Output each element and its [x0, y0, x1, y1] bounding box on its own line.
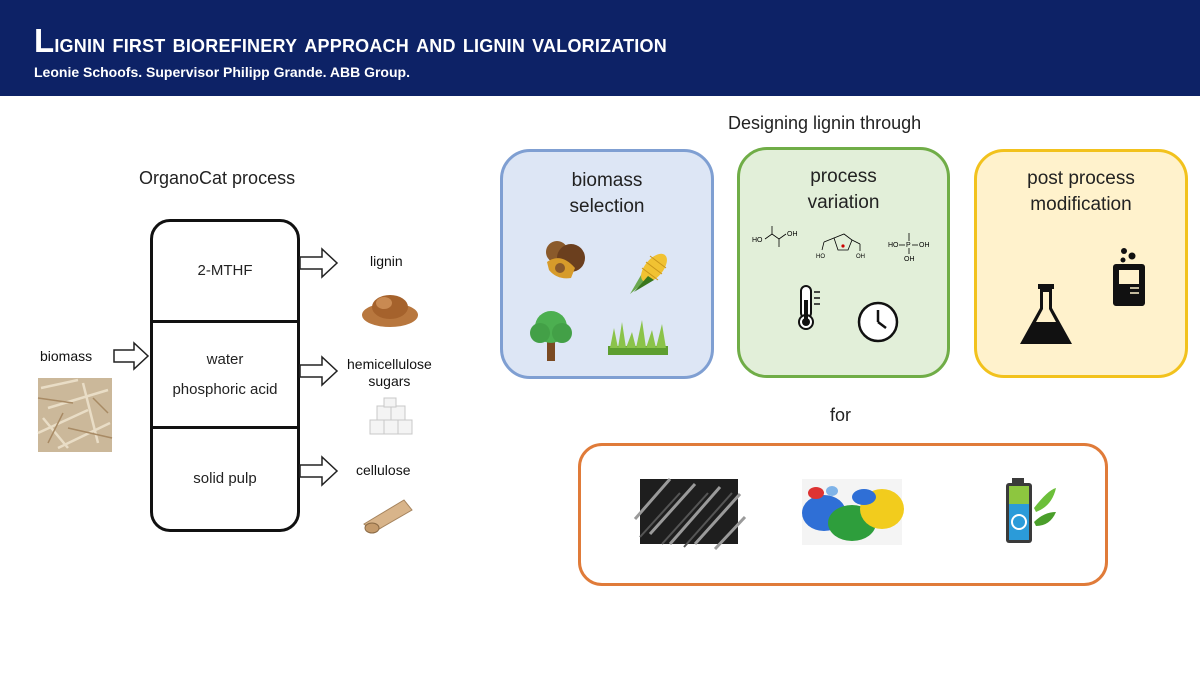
output-arrow-lignin [299, 247, 339, 279]
output-arrow-hemicellulose [299, 355, 339, 387]
beaker-icon [1113, 248, 1145, 306]
biomass-straw-image [37, 378, 113, 452]
biomass-input-label: biomass [40, 348, 93, 364]
plastic-granules-image [802, 479, 904, 545]
slide-title: Lignin first biorefinery approach and li… [34, 22, 667, 59]
phase-divider [153, 320, 297, 323]
lignin-output-label: lignin [370, 253, 403, 269]
svg-text:HO: HO [888, 242, 899, 249]
phase-aqueous: water phosphoric acid [153, 323, 297, 426]
input-arrow [113, 341, 150, 371]
svg-text:OH: OH [919, 242, 930, 249]
organocat-heading: OrganoCat process [139, 168, 296, 188]
battery-icon [1006, 478, 1056, 543]
hazelnut-icon [546, 241, 585, 279]
svg-text:OH: OH [787, 231, 798, 238]
organocat-process-box: 2-MTHF water phosphoric acid solid pulp [150, 219, 300, 532]
svg-text:HO: HO [752, 237, 763, 244]
phase-2mthf: 2-MTHF [197, 262, 253, 279]
process-variation-card: process variation [737, 147, 950, 378]
tree-icon [530, 311, 572, 361]
phase-divider [153, 426, 297, 429]
phase-acid-label: phosphoric acid [172, 380, 278, 398]
for-label: for [830, 405, 852, 425]
sugar-cubes-image [369, 397, 413, 435]
process-variation-title: process variation [807, 166, 880, 213]
title-banner: Lignin first biorefinery approach and li… [0, 0, 1200, 96]
svg-text:P: P [906, 242, 911, 249]
oxalic-acid-structure: HO OH [752, 226, 798, 247]
svg-text:OH: OH [856, 254, 865, 260]
carbon-fiber-image [633, 478, 747, 551]
phase-solid-pulp: solid pulp [193, 470, 257, 487]
hemicellulose-output-label: hemicellulose sugars [347, 356, 432, 390]
phosphoric-acid-structure: HO P OH OH [888, 233, 930, 263]
clock-icon [857, 301, 899, 343]
lignin-powder-image [362, 295, 418, 327]
post-process-title: post process modification [1027, 168, 1135, 215]
post-process-modification-card: post process modification [974, 149, 1188, 378]
paper-roll-image [363, 499, 413, 534]
svg-text:HO: HO [816, 254, 825, 260]
biomass-selection-title: biomass selection [569, 170, 645, 217]
corn-icon [630, 253, 667, 294]
phase-water-label: water [206, 350, 244, 368]
thermometer-icon [798, 285, 820, 330]
cellulose-output-label: cellulose [356, 462, 411, 478]
hemicellulose-label-line1: hemicellulose [347, 356, 432, 372]
slide-subtitle: Leonie Schoofs. Supervisor Philipp Grand… [34, 64, 410, 80]
designing-heading: Designing lignin through [728, 113, 922, 133]
hemicellulose-label-line2: sugars [368, 373, 411, 389]
fdca-structure: HO OH [816, 233, 865, 260]
grass-icon [608, 320, 668, 355]
flask-icon [1020, 284, 1072, 344]
svg-text:OH: OH [904, 256, 915, 263]
output-arrow-cellulose [299, 455, 339, 487]
